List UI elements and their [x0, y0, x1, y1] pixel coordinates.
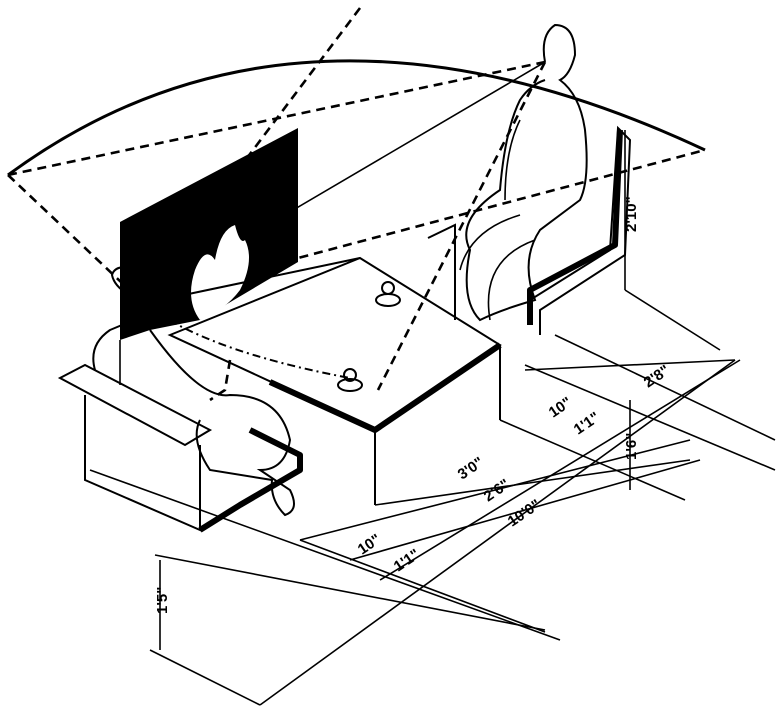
right-chair-back: [527, 129, 623, 325]
dim-seat-height: 1'6": [623, 433, 640, 460]
cup-icon: [375, 281, 401, 307]
fireplace-screen: [120, 128, 298, 340]
dim-desk-width: 3'0": [455, 454, 487, 483]
dim-chair-depth: 2'8": [641, 362, 673, 391]
right-seated-figure: [465, 23, 588, 322]
sight-line-to-cup: [376, 61, 547, 391]
left-chair-arm: [198, 427, 303, 533]
sight-arc: [7, 59, 706, 177]
right-figure-legs: [459, 119, 536, 321]
sight-line-desk-2: [209, 359, 232, 402]
desk-edge: [268, 342, 502, 433]
dim-gap-right: 10": [546, 394, 575, 421]
dim-armrest-height: 1'5": [154, 587, 171, 614]
desk-top-line: [159, 257, 361, 301]
desk-front: [374, 345, 501, 505]
fire-flame-icon: [191, 225, 249, 320]
dim-seat-back-height: 2'10": [623, 196, 640, 232]
dimension-lines: [89, 130, 776, 706]
sight-line-left: [7, 174, 141, 301]
dim-gap-left: 10": [355, 531, 384, 558]
right-chair: [427, 125, 632, 335]
cup-icon-2: [337, 368, 363, 392]
dim-clearance-right: 1'1": [571, 409, 603, 438]
dim-overall: 10'0": [505, 496, 544, 530]
left-seated-figure: [92, 266, 295, 517]
left-chair: [57, 363, 213, 532]
